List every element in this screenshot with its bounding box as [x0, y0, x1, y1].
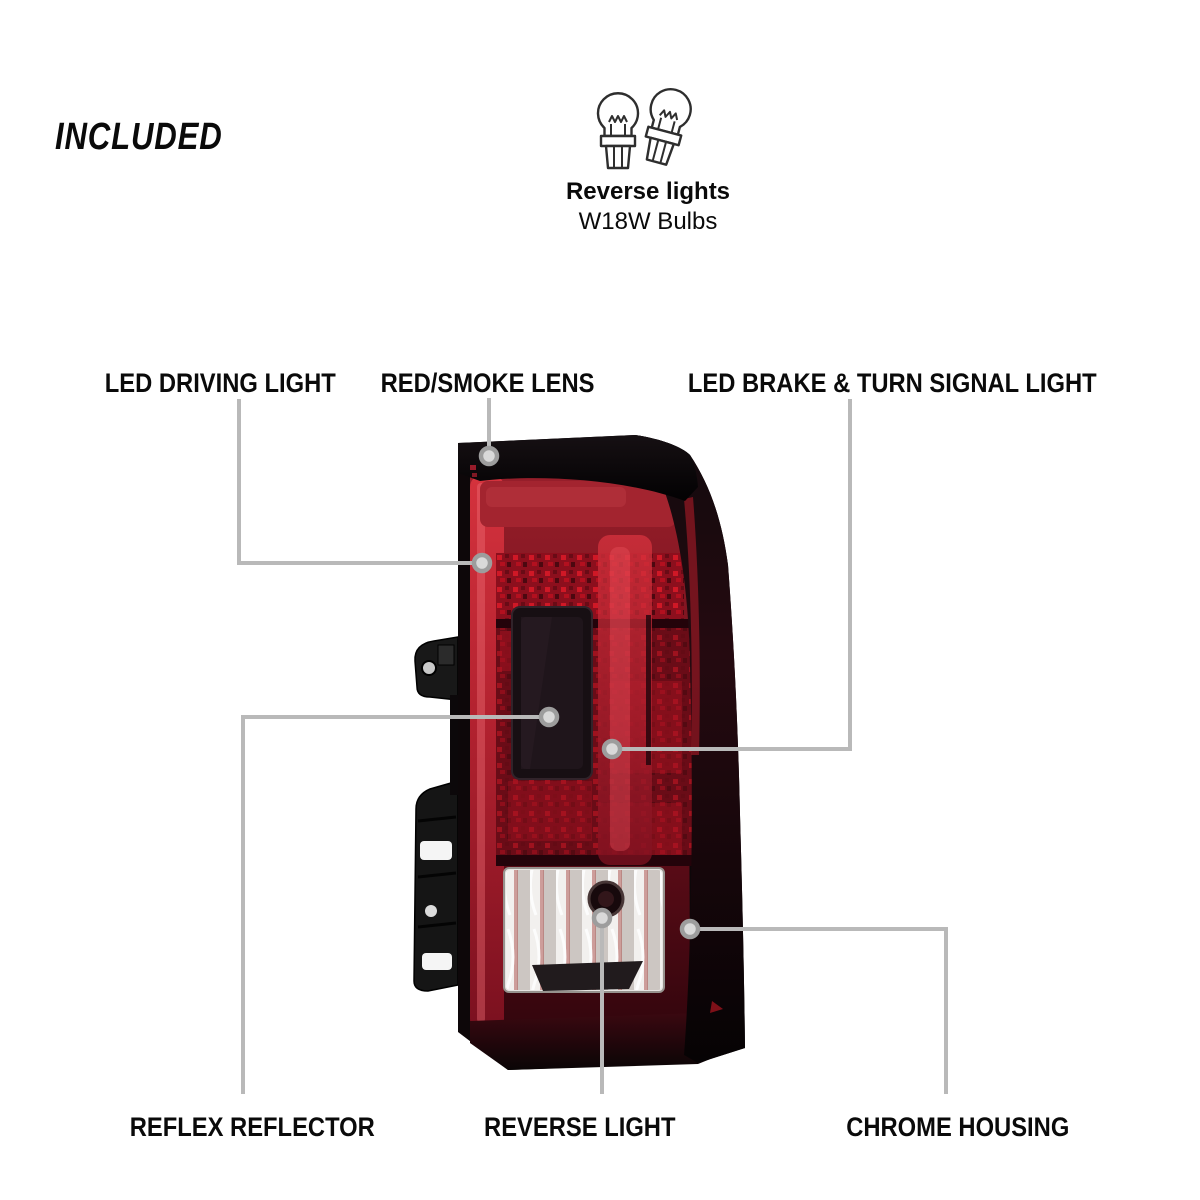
- callout-label-led-brake-turn-signal-light: LED BRAKE & TURN SIGNAL LIGHT: [687, 368, 1097, 398]
- callout-label-led-driving-light: LED DRIVING LIGHT: [104, 368, 336, 398]
- tail-light-photo: [413, 435, 745, 1070]
- light-bulb-icon: [596, 83, 697, 170]
- included-item-title: Reverse lights: [565, 178, 731, 205]
- included-badge-text: INCLUDED: [55, 116, 223, 158]
- included-bulbs-group: Reverse lights W18W Bulbs: [448, 80, 848, 236]
- included-item-subtitle: W18W Bulbs: [578, 208, 718, 235]
- callout-label-reflex-reflector: REFLEX REFLECTOR: [129, 1112, 375, 1142]
- included-badge: INCLUDED: [55, 116, 259, 159]
- callout-label-red-smoke-lens: RED/SMOKE LENS: [381, 368, 595, 398]
- callout-label-chrome-housing: CHROME HOUSING: [846, 1112, 1070, 1142]
- callout-label-reverse-light: REVERSE LIGHT: [484, 1112, 676, 1142]
